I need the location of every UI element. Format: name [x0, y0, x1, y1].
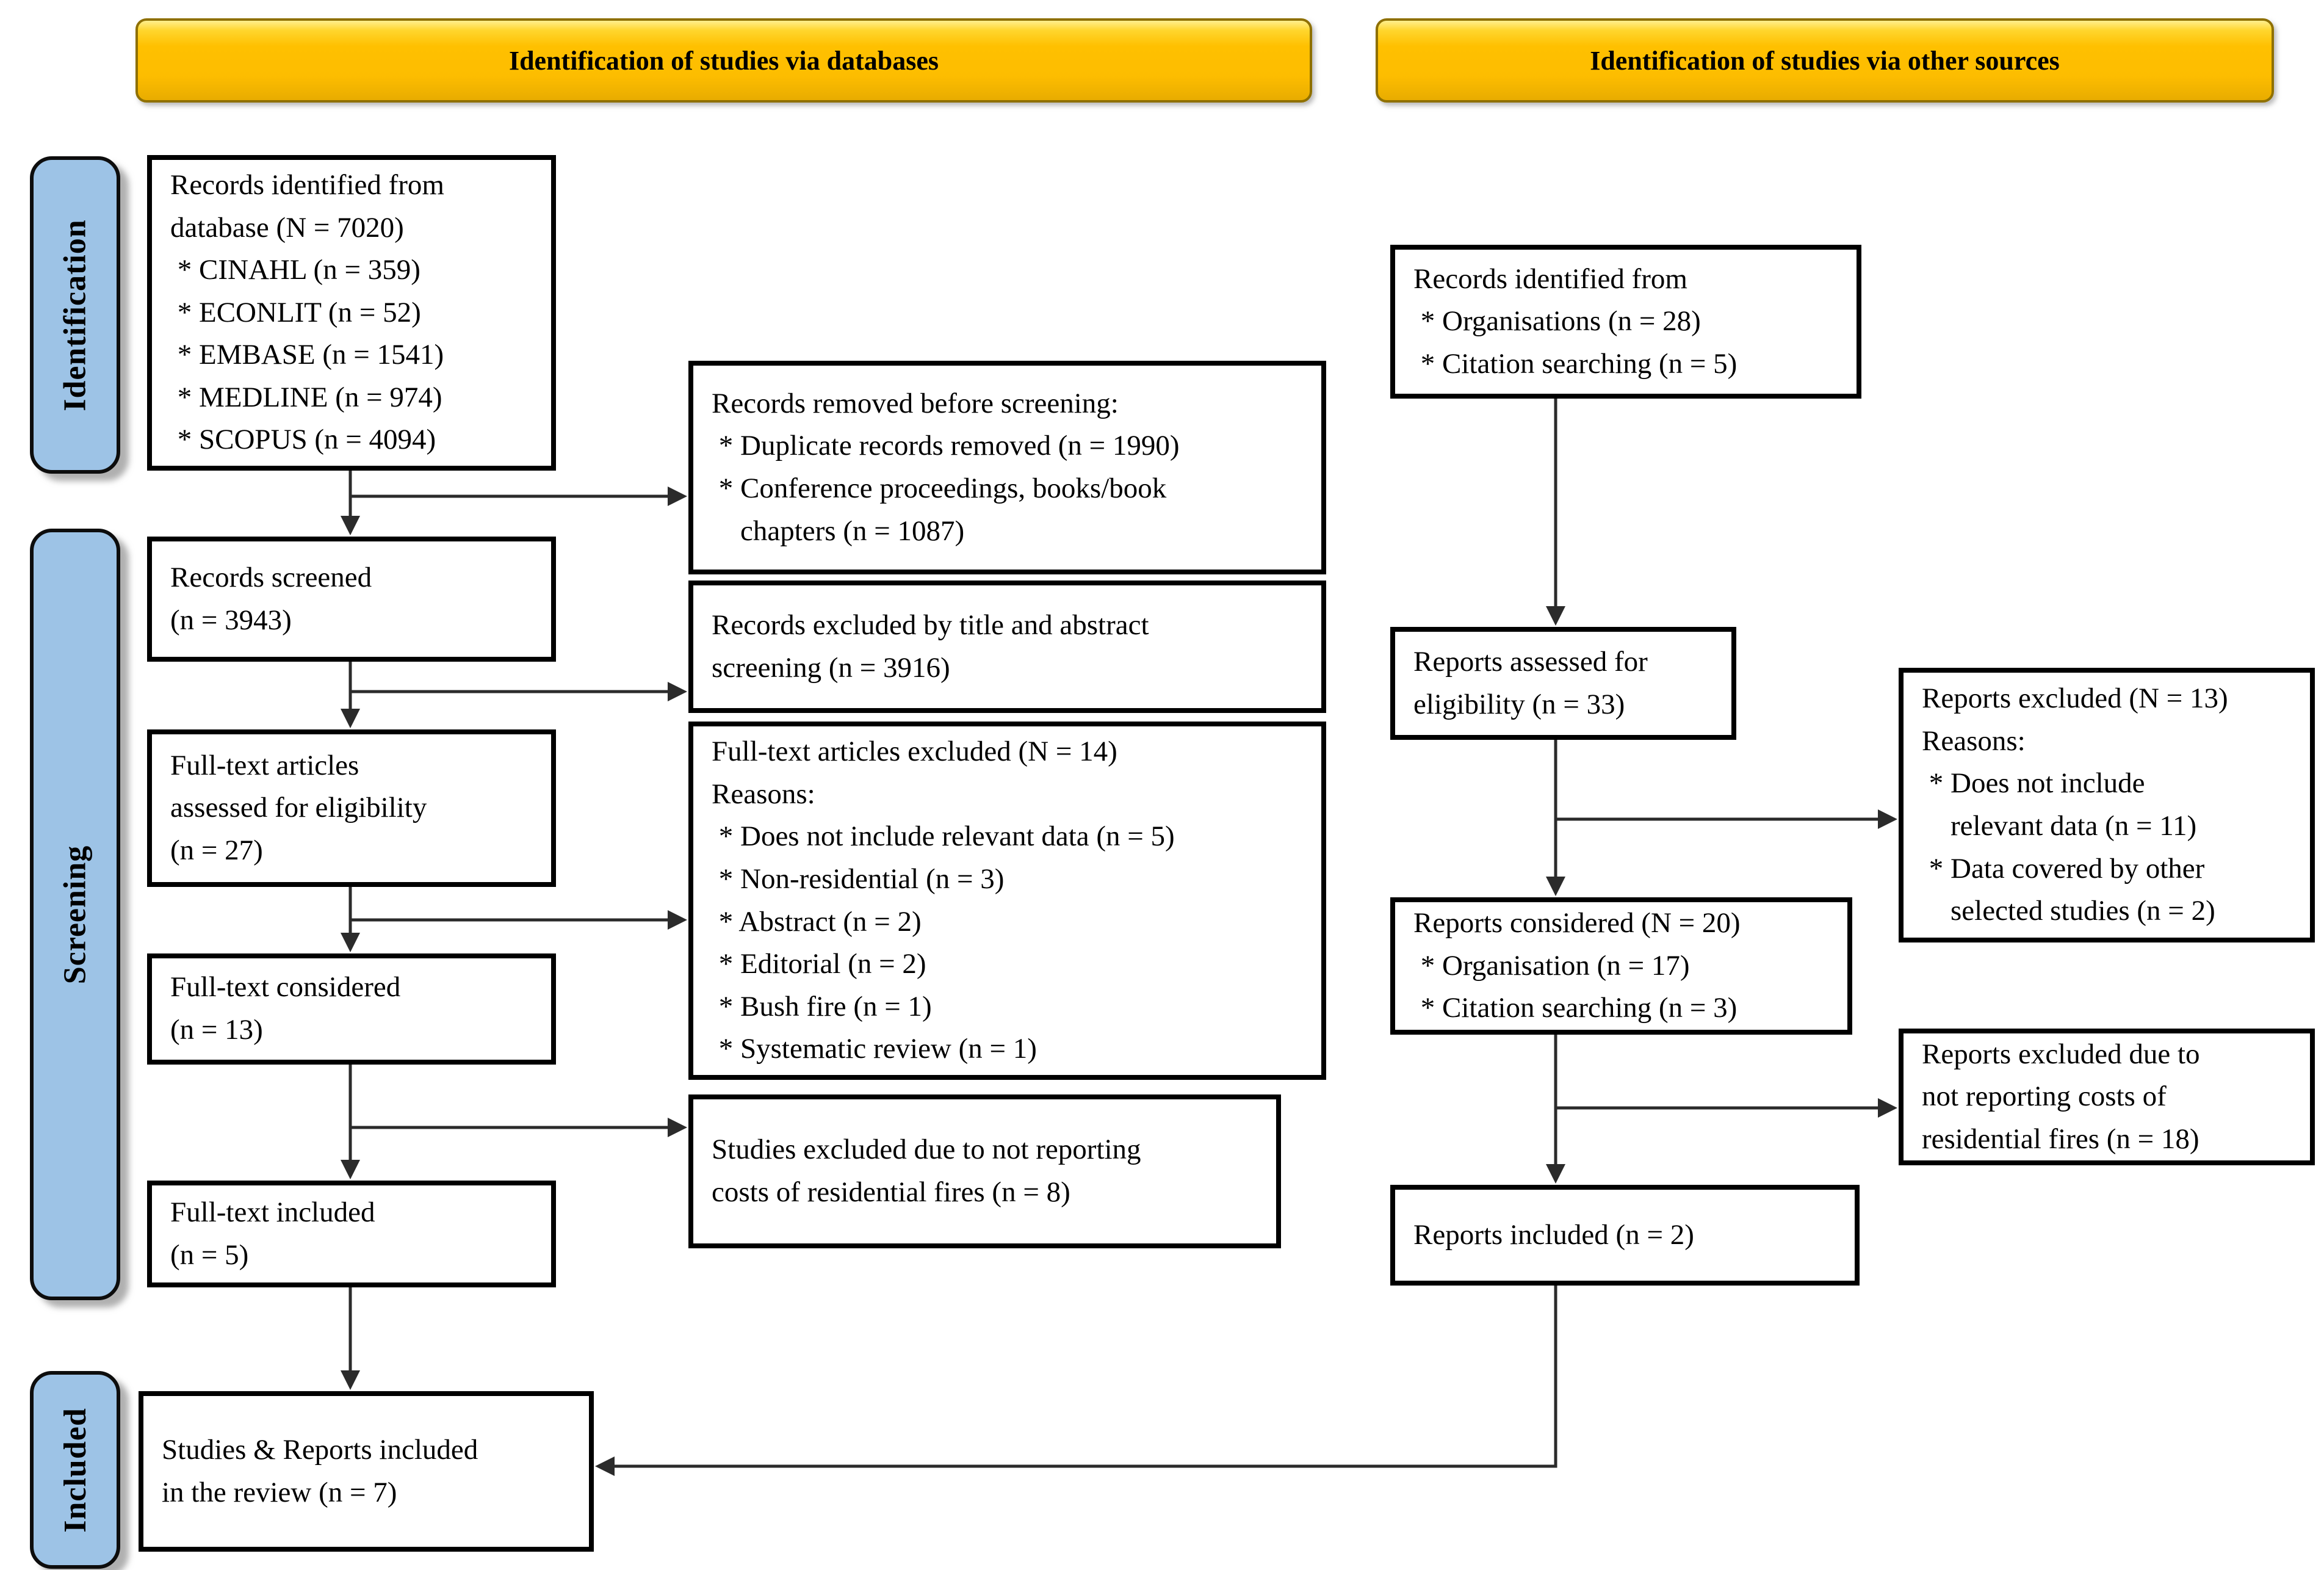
box-records-screened: Records screened (n = 3943)	[147, 537, 556, 662]
box-fulltext-considered-text: Full-text considered (n = 13)	[170, 971, 401, 1046]
box-records-excluded-screening-text: Records excluded by title and abstract s…	[712, 609, 1149, 684]
box-fulltext-assessed: Full-text articles assessed for eligibil…	[147, 729, 556, 887]
stage-included-label: Included	[57, 1407, 93, 1533]
box-studies-reports-included: Studies & Reports included in the review…	[139, 1391, 594, 1552]
box-records-identified-databases-text: Records identified from database (N = 70…	[170, 169, 444, 456]
box-records-removed-text: Records removed before screening: * Dupl…	[712, 387, 1180, 547]
box-reports-excluded-13: Reports excluded (N = 13) Reasons: * Doe…	[1899, 668, 2315, 942]
box-reports-assessed: Reports assessed for eligibility (n = 33…	[1390, 627, 1736, 740]
banner-other-sources: Identification of studies via other sour…	[1376, 18, 2274, 103]
box-records-screened-text: Records screened (n = 3943)	[170, 561, 372, 636]
banner-databases: Identification of studies via databases	[135, 18, 1312, 103]
box-reports-considered: Reports considered (N = 20) * Organisati…	[1390, 897, 1852, 1035]
stage-identification-label: Identification	[57, 219, 93, 411]
banner-other-sources-label: Identification of studies via other sour…	[1590, 45, 2060, 76]
box-fulltext-included-text: Full-text included (n = 5)	[170, 1196, 375, 1271]
box-records-excluded-screening: Records excluded by title and abstract s…	[688, 581, 1326, 713]
box-reports-excluded-13-text: Reports excluded (N = 13) Reasons: * Doe…	[1922, 682, 2228, 927]
box-fulltext-excluded: Full-text articles excluded (N = 14) Rea…	[688, 722, 1326, 1080]
box-reports-considered-text: Reports considered (N = 20) * Organisati…	[1413, 907, 1741, 1024]
box-fulltext-considered: Full-text considered (n = 13)	[147, 953, 556, 1065]
box-records-identified-databases: Records identified from database (N = 70…	[147, 155, 556, 471]
box-reports-included: Reports included (n = 2)	[1390, 1185, 1860, 1286]
box-fulltext-included: Full-text included (n = 5)	[147, 1181, 556, 1287]
box-reports-excluded-18: Reports excluded due to not reporting co…	[1899, 1029, 2315, 1165]
box-studies-excluded: Studies excluded due to not reporting co…	[688, 1094, 1281, 1248]
box-fulltext-assessed-text: Full-text articles assessed for eligibil…	[170, 749, 427, 866]
box-records-identified-other: Records identified from * Organisations …	[1390, 245, 1861, 399]
stage-identification: Identification	[30, 156, 120, 474]
box-studies-excluded-text: Studies excluded due to not reporting co…	[712, 1134, 1141, 1208]
stage-screening: Screening	[30, 529, 120, 1300]
banner-databases-label: Identification of studies via databases	[508, 45, 939, 76]
box-reports-included-text: Reports included (n = 2)	[1413, 1218, 1694, 1251]
box-studies-reports-included-text: Studies & Reports included in the review…	[162, 1433, 478, 1508]
box-records-removed: Records removed before screening: * Dupl…	[688, 361, 1326, 574]
stage-included: Included	[30, 1371, 120, 1569]
box-reports-assessed-text: Reports assessed for eligibility (n = 33…	[1413, 645, 1648, 720]
stage-screening-label: Screening	[57, 845, 93, 984]
box-records-identified-other-text: Records identified from * Organisations …	[1413, 262, 1738, 380]
box-reports-excluded-18-text: Reports excluded due to not reporting co…	[1922, 1038, 2200, 1155]
box-fulltext-excluded-text: Full-text articles excluded (N = 14) Rea…	[712, 736, 1175, 1065]
